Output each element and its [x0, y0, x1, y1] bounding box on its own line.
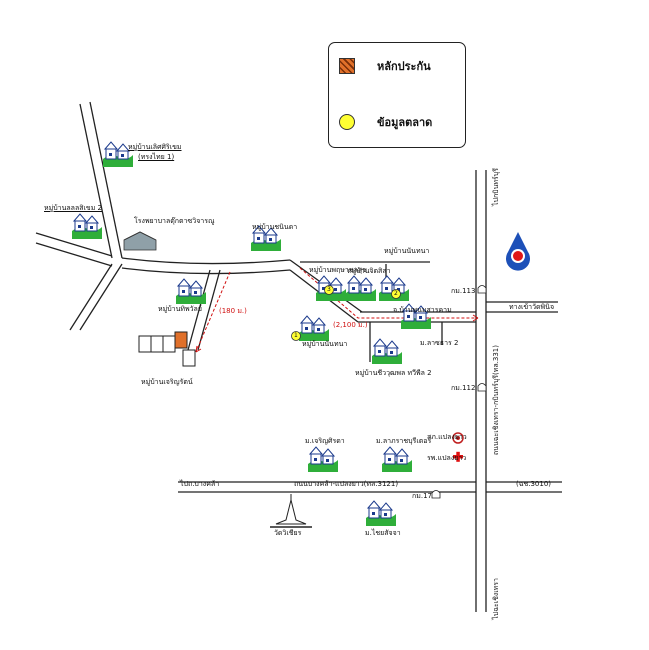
organization-logo-icon	[505, 232, 531, 271]
village-label: หมู่บ้านเลิศศิริเขม	[128, 143, 182, 151]
village-label: หมู่บ้านชนินดา	[252, 223, 298, 231]
village-label: ม.ลาภราชบุรีเตอร์	[376, 437, 432, 445]
village-label: ม.ลาซธาร 2	[420, 339, 459, 347]
village-label: หมู่บ้านพฤษาชลสุข	[309, 266, 367, 274]
branch-label: ทางเข้าวัดพินิจ	[509, 303, 555, 311]
police-label: สภ.แปลงยาว	[427, 433, 467, 441]
legend-market-label: ข้อมูลตลาด	[377, 116, 433, 129]
temple-icon	[270, 494, 312, 528]
market-marker-number: 2	[394, 290, 398, 297]
km-label: กม.17	[412, 492, 432, 500]
hospital-building-icon	[123, 231, 157, 251]
hospital-label: โรงพยาบาลตุ๊กตาซวิจารณู	[134, 217, 215, 225]
village-house-icon	[345, 275, 377, 302]
village-label: ม.เจริญศิรดา	[305, 437, 345, 445]
village-label: หมู่บ้านทิพวัลย์	[158, 305, 202, 313]
soi-label: จ.บ้านพนมสารคาม	[393, 306, 452, 314]
village-label: หมู่บ้านจิตสิลา	[347, 267, 391, 275]
road-label-mid: ถนนฉะเชิงเทรา-กบินทร์บุรี(ทล.331)	[492, 345, 500, 456]
road-label-bottom: ไปฉะเชิงเทรา	[492, 578, 500, 620]
legend-guarantee-label: หลักประกัน	[377, 60, 431, 73]
village-house-icon	[71, 213, 103, 240]
village-house-icon	[307, 446, 339, 473]
km-label: กม.112	[451, 384, 476, 392]
village-label: ม.ไชยสัจจา	[365, 529, 401, 537]
road-code-label: (ฉช.3010)	[516, 480, 552, 488]
km-label: กม.113	[451, 287, 476, 295]
village-label: หมู่บ้านนันทนา	[384, 247, 430, 255]
village-house-icon	[371, 338, 403, 365]
road-label-top: ไปกบินทร์บุรี	[492, 168, 500, 207]
market-marker-number: 1	[294, 332, 298, 339]
village-house-icon	[381, 446, 413, 473]
guarantee-swatch	[339, 58, 355, 74]
road-label-left: ไปถ.บางคล้า	[180, 480, 220, 488]
village-sublabel: (ทรงไทย 1)	[138, 153, 175, 161]
village-label: หมู่บ้านชีววุฒพล ทวีพีล 2	[355, 369, 432, 377]
village-house-icon	[298, 315, 330, 342]
village-label: หมู่บ้านลลลสิเขม 2	[44, 204, 102, 212]
temple-label: วัดวิเชียร	[274, 529, 302, 537]
village-house-icon	[365, 500, 397, 527]
village-house-icon	[175, 278, 207, 305]
map-legend: หลักประกัน ข้อมูลตลาด	[328, 42, 466, 148]
road-label-main: ถนนบางคล้า-แปลงยาว(ทล.3121)	[294, 480, 399, 488]
village-label: หมู่บ้านเจริญรัตน์	[141, 378, 193, 386]
distance-label: (2,100 ม.)	[333, 321, 368, 329]
hospital-pl-label: รพ.แปลงยาว	[427, 454, 467, 462]
distance-label: (180 ม.)	[219, 307, 247, 315]
small-houses	[138, 331, 196, 367]
market-marker-number: 3	[327, 286, 331, 293]
hospital-cross-icon	[453, 451, 463, 462]
police-station-icon	[452, 432, 464, 444]
km-marker-icon	[431, 285, 487, 499]
market-swatch	[339, 114, 355, 130]
market-marker-icon	[291, 285, 401, 341]
village-label: หมู่บ้านนันทนา	[302, 340, 348, 348]
